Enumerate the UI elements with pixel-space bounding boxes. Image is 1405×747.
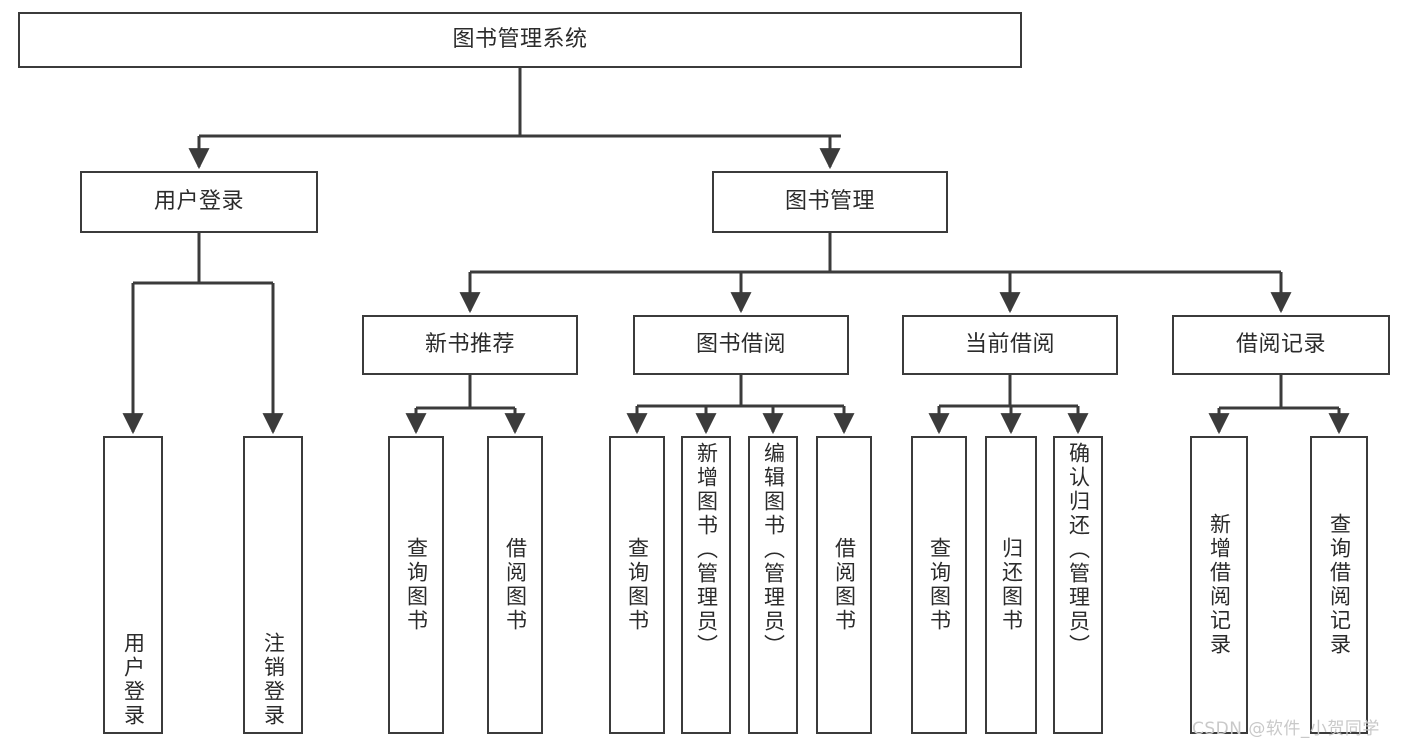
node-level3-label: 借阅记录 [1235,331,1326,357]
node-level3[interactable]: 当前借阅 [902,315,1118,375]
node-leaf[interactable]: 借阅图书 [487,436,543,734]
node-level3-label: 当前借阅 [964,331,1055,357]
node-level2-label: 图书管理 [784,188,875,214]
node-leaf[interactable]: 借阅图书 [816,436,872,734]
node-leaf[interactable]: 归还图书 [985,436,1037,734]
node-level2-label: 用户登录 [153,188,244,214]
csdn-watermark: CSDN @软件_小贺同学 [1192,719,1380,739]
node-leaf-label: 编辑图书（管理员） [761,442,786,658]
node-leaf-label: 借阅图书 [503,537,528,633]
node-leaf-label: 归还图书 [999,537,1024,633]
node-leaf-label: 用户登录 [121,632,146,728]
node-leaf-label: 查询图书 [625,537,650,633]
node-level3[interactable]: 借阅记录 [1172,315,1390,375]
node-leaf-label: 新增借阅记录 [1207,513,1232,657]
node-leaf[interactable]: 编辑图书（管理员） [748,436,798,734]
node-level2[interactable]: 用户登录 [80,171,318,233]
node-level3-label: 图书借阅 [695,331,786,357]
node-leaf-label: 确认归还（管理员） [1066,442,1091,658]
node-leaf[interactable]: 查询借阅记录 [1310,436,1368,734]
node-level2[interactable]: 图书管理 [712,171,948,233]
node-leaf-label: 借阅图书 [832,537,857,633]
node-level3[interactable]: 图书借阅 [633,315,849,375]
node-level3[interactable]: 新书推荐 [362,315,578,375]
node-leaf[interactable]: 查询图书 [911,436,967,734]
node-leaf[interactable]: 查询图书 [609,436,665,734]
node-root[interactable]: 图书管理系统 [18,12,1022,68]
node-leaf[interactable]: 确认归还（管理员） [1053,436,1103,734]
node-leaf-label: 新增图书（管理员） [694,442,719,658]
node-leaf-label: 查询借阅记录 [1327,513,1352,657]
node-leaf[interactable]: 查询图书 [388,436,444,734]
node-leaf-label: 查询图书 [927,537,952,633]
node-level3-label: 新书推荐 [424,331,515,357]
node-leaf-label: 查询图书 [404,537,429,633]
node-leaf[interactable]: 新增图书（管理员） [681,436,731,734]
node-root-label: 图书管理系统 [452,26,588,52]
node-leaf[interactable]: 注销登录 [243,436,303,734]
node-leaf[interactable]: 新增借阅记录 [1190,436,1248,734]
node-leaf-label: 注销登录 [261,632,286,728]
node-leaf[interactable]: 用户登录 [103,436,163,734]
